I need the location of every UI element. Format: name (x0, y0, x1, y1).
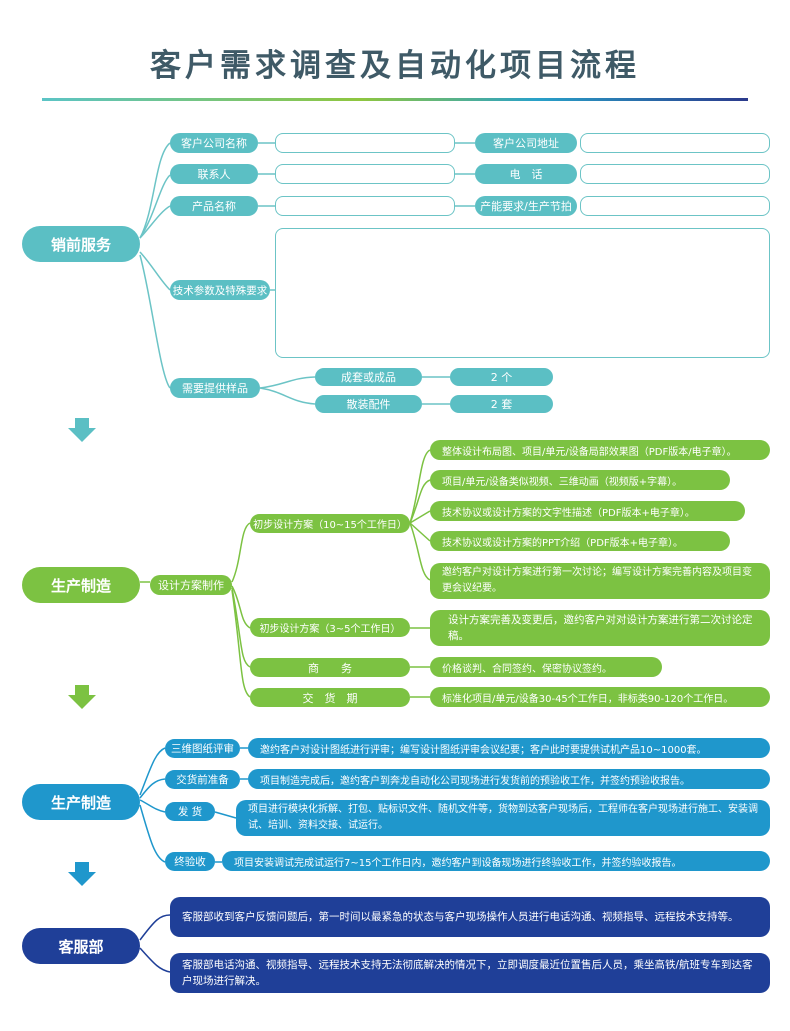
phone-field[interactable] (580, 164, 770, 184)
prelim1-item: 邀约客户对设计方案进行第一次讨论；编写设计方案完善内容及项目变更会议纪要。 (430, 563, 770, 599)
prelim2-item: 设计方案完善及变更后，邀约客户对对设计方案进行第二次讨论定稿。 (430, 610, 770, 646)
ship-node: 发 货 (165, 802, 215, 821)
tech-params-field[interactable] (275, 228, 770, 358)
presales-main-node: 销前服务 (22, 226, 140, 262)
title-underline (42, 98, 748, 101)
page-title: 客户需求调查及自动化项目流程 (150, 48, 640, 84)
product-name-field[interactable] (275, 196, 455, 216)
prep-item: 项目制造完成后，邀约客户到奔龙自动化公司现场进行发货前的预验收工作，并签约预验收… (248, 769, 770, 789)
tech-params-label: 技术参数及特殊要求 (170, 280, 270, 300)
company-address-field[interactable] (580, 133, 770, 153)
sample-parts-qty: 2 套 (450, 395, 553, 413)
contact-label: 联系人 (170, 164, 258, 184)
delivery-item: 标准化项目/单元/设备30-45个工作日，非标类90-120个工作日。 (430, 687, 770, 707)
design-plan-node: 设计方案制作 (150, 575, 232, 595)
prelim1-item: 项目/单元/设备类似视频、三维动画（视频版+字幕）。 (430, 470, 730, 490)
prep-node: 交货前准备 (165, 770, 240, 789)
review-item: 邀约客户对设计图纸进行评审；编写设计图纸评审会议纪要；客户此时要提供试机产品10… (248, 738, 770, 758)
company-name-label: 客户公司名称 (170, 133, 258, 153)
sample-set-label: 成套或成品 (315, 368, 422, 386)
service-main-node: 客服部 (22, 928, 140, 964)
delivery-node: 交 货 期 (250, 688, 410, 707)
production-main-node-2: 生产制造 (22, 784, 140, 820)
sample-set-qty: 2 个 (450, 368, 553, 386)
prelim1-item: 技术协议或设计方案的文字性描述（PDF版本+电子章）。 (430, 501, 745, 521)
ship-item: 项目进行模块化拆解、打包、贴标识文件、随机文件等，货物到达客户现场后，工程师在客… (236, 800, 770, 836)
contact-field[interactable] (275, 164, 455, 184)
service-item: 客服部收到客户反馈问题后，第一时间以最紧急的状态与客户现场操作人员进行电话沟通、… (170, 897, 770, 937)
service-item: 客服部电话沟通、视频指导、远程技术支持无法彻底解决的情况下，立即调度最近位置售后… (170, 953, 770, 993)
business-node: 商 务 (250, 658, 410, 677)
accept-node: 终验收 (165, 852, 215, 871)
prelim-design-2-node: 初步设计方案（3~5个工作日） (250, 618, 410, 637)
sample-parts-label: 散装配件 (315, 395, 422, 413)
company-name-field[interactable] (275, 133, 455, 153)
prelim-design-1-node: 初步设计方案（10~15个工作日） (250, 514, 410, 533)
prelim1-item: 整体设计布局图、项目/单元/设备局部效果图（PDF版本/电子章）。 (430, 440, 770, 460)
business-item: 价格谈判、合同签约、保密协议签约。 (430, 657, 662, 677)
samples-label: 需要提供样品 (170, 378, 260, 398)
accept-item: 项目安装调试完成试运行7~15个工作日内，邀约客户到设备现场进行终验收工作，并签… (222, 851, 770, 871)
prelim1-item: 技术协议或设计方案的PPT介绍（PDF版本+电子章）。 (430, 531, 730, 551)
product-name-label: 产品名称 (170, 196, 258, 216)
phone-label: 电 话 (475, 164, 577, 184)
capacity-field[interactable] (580, 196, 770, 216)
production-main-node-1: 生产制造 (22, 567, 140, 603)
company-address-label: 客户公司地址 (475, 133, 577, 153)
capacity-label: 产能要求/生产节拍 (475, 196, 577, 216)
review-node: 三维图纸评审 (165, 739, 240, 758)
